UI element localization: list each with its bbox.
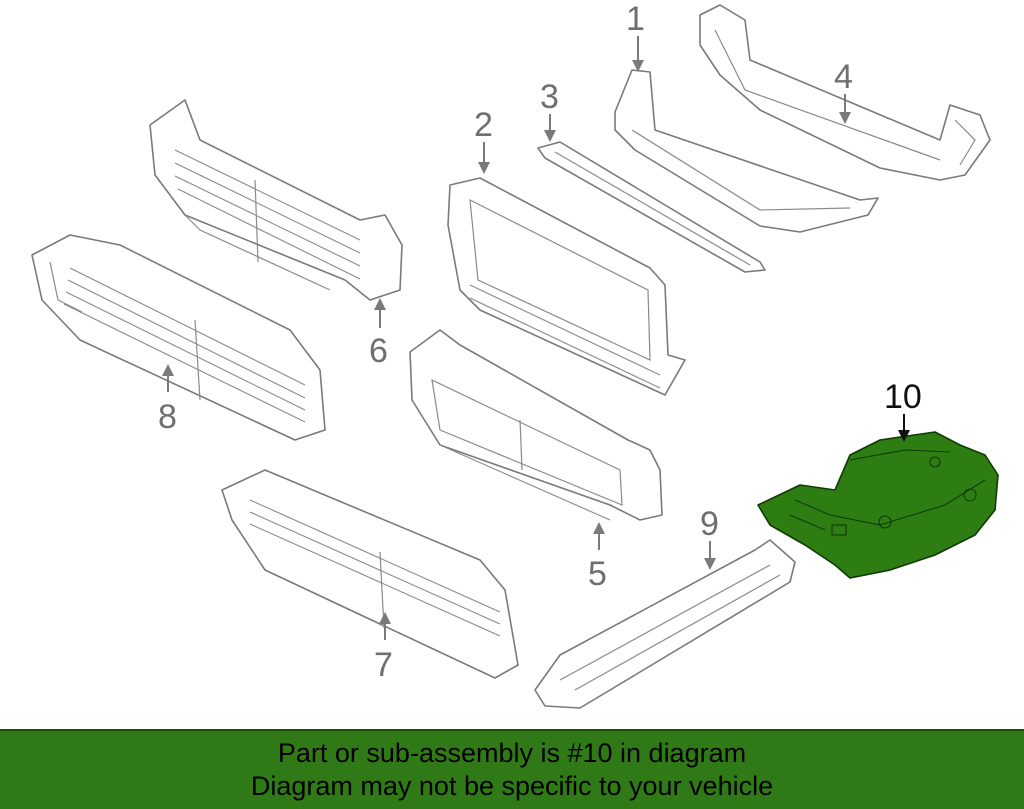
callout-number-8: 8 — [158, 398, 177, 436]
part-10-under-cover-highlighted[interactable] — [757, 431, 999, 579]
callout-number-5: 5 — [588, 555, 607, 593]
callout-number-3: 3 — [540, 78, 559, 116]
parts-diagram: 1 2 3 4 5 6 7 8 — [31, 0, 999, 709]
banner-line-disclaimer: Diagram may not be specific to your vehi… — [250, 771, 774, 801]
callout-number-9: 9 — [700, 505, 719, 543]
banner-line-part-number: Part or sub-assembly is #10 in diagram — [277, 738, 747, 768]
callout-2: 2 — [474, 106, 493, 174]
callout-3: 3 — [540, 78, 559, 142]
part-1-reinforcement[interactable] — [614, 69, 879, 233]
callout-7: 7 — [374, 612, 393, 684]
part-7-lower-grille[interactable] — [221, 469, 519, 679]
callout-8: 8 — [158, 364, 177, 436]
callout-number-1: 1 — [626, 0, 645, 38]
callout-10: 10 — [884, 378, 922, 442]
part-5-center-frame[interactable] — [409, 329, 663, 521]
callout-number-6: 6 — [369, 332, 388, 370]
callout-9: 9 — [700, 505, 719, 570]
callout-5: 5 — [588, 522, 607, 593]
part-9-splash-shield[interactable] — [534, 539, 796, 709]
part-8-shutter-assembly[interactable] — [31, 234, 326, 441]
callout-number-4: 4 — [834, 58, 853, 96]
part-4-upper-absorber[interactable] — [699, 4, 991, 181]
part-3-seal-strip[interactable] — [537, 141, 766, 273]
callout-number-10: 10 — [884, 378, 922, 416]
info-banner: Part or sub-assembly is #10 in diagram D… — [0, 729, 1024, 809]
callout-1: 1 — [626, 0, 645, 72]
callout-number-2: 2 — [474, 106, 493, 144]
part-2-radiator-support[interactable] — [447, 177, 686, 396]
callout-6: 6 — [369, 298, 388, 370]
callout-4: 4 — [834, 58, 853, 124]
callout-number-7: 7 — [374, 646, 393, 684]
part-6-active-shutter[interactable] — [149, 99, 403, 301]
